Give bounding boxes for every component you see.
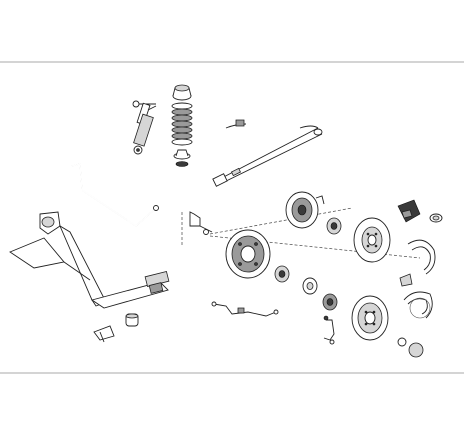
brake-drum-icon[interactable] [352, 296, 388, 340]
bushing-icon[interactable] [94, 314, 138, 342]
bracket-icon[interactable] [182, 212, 212, 246]
assembly-line-upper [210, 208, 352, 234]
hose-icon[interactable] [212, 302, 278, 316]
backing-plate-icon[interactable] [226, 230, 270, 278]
brake-cable-icon[interactable] [213, 120, 322, 186]
brake-disc-icon[interactable] [354, 218, 390, 262]
coil-spring-icon[interactable] [172, 85, 192, 167]
caliper-icon[interactable] [398, 200, 442, 222]
hub-cap-icon[interactable] [398, 338, 423, 357]
stabilizer-bar-icon[interactable] [72, 164, 159, 226]
sensor-icon[interactable] [324, 316, 334, 344]
axle-beam-icon[interactable] [10, 212, 169, 308]
bearing-icon[interactable] [275, 218, 341, 310]
brake-shoe-icon[interactable] [400, 240, 435, 318]
shock-absorber-icon[interactable] [133, 101, 156, 154]
backing-plate-upper-icon[interactable] [286, 192, 324, 228]
